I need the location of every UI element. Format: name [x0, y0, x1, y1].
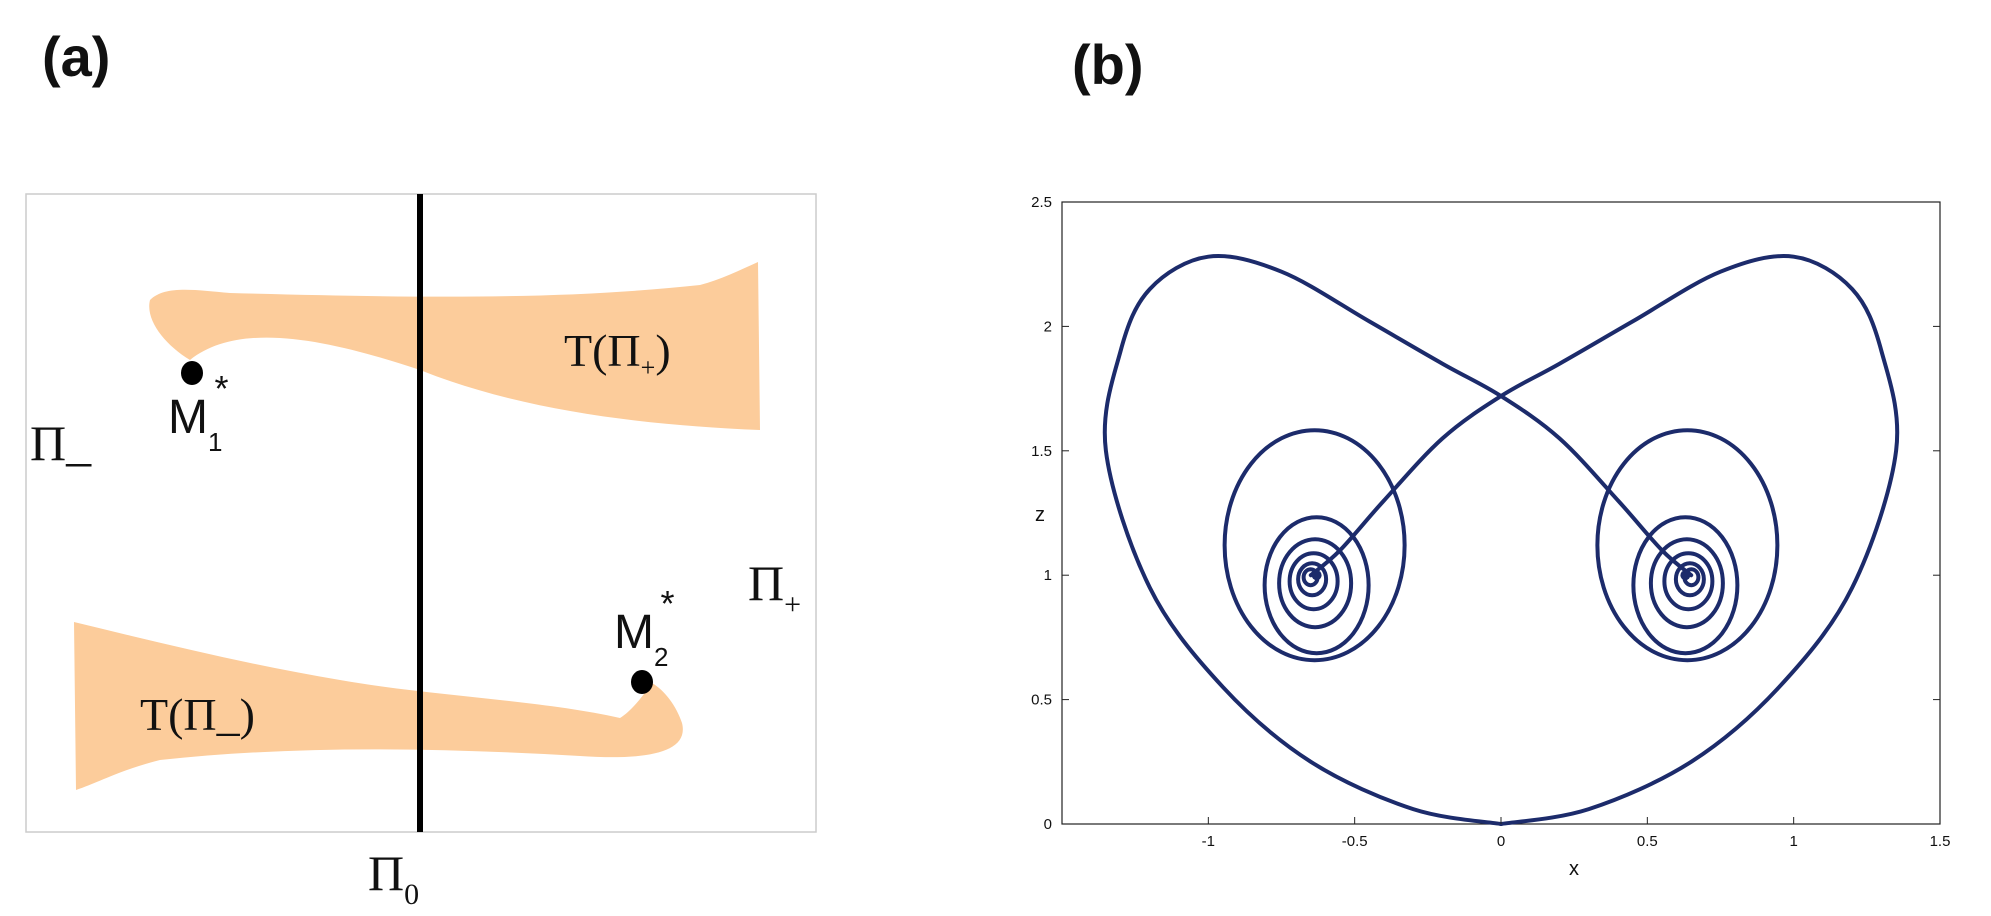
y-axis-label: z	[1035, 504, 1045, 526]
upper-region	[149, 262, 760, 430]
y-tick-label: 0.5	[1031, 692, 1052, 709]
equilibrium-point-1	[1311, 570, 1322, 581]
pi-minus-label: Π_	[30, 415, 92, 471]
spiral-ring	[1262, 515, 1371, 656]
trajectory-series-1	[1102, 254, 1694, 826]
x-axis-label: x	[1569, 858, 1579, 880]
pi-plus-label: Π+	[748, 555, 801, 621]
curve-layer	[1102, 254, 1900, 826]
inner-loop-1	[1222, 428, 1407, 663]
y-tick-label: 2	[1044, 318, 1052, 335]
x-tick-label: 1	[1789, 833, 1797, 850]
panel-a: (a) T(Π+) T(Π_) Π_ Π+ Π0 M1*	[25, 25, 817, 911]
tick-layer: -1 -0.5 0 0.5 1 1.5 0 0.5 1 1.5 2 2.5	[1031, 194, 1950, 850]
m1-label: M1*	[168, 368, 228, 457]
spiral-ring	[1296, 561, 1329, 598]
y-tick-label: 1	[1044, 567, 1052, 584]
m2-point	[631, 670, 653, 694]
x-tick-label: -1	[1202, 833, 1215, 850]
panel-b: (b) -1 -0.5 0 0.5 1 1.5 0 0.5 1 1.5 2 2.5 x z	[1031, 33, 1950, 880]
inner-loop-2	[1595, 428, 1780, 663]
y-tick-label: 2.5	[1031, 194, 1052, 211]
equilibrium-point-2	[1680, 570, 1691, 581]
x-tick-label: 0	[1497, 833, 1505, 850]
spiral-ring	[1287, 551, 1340, 612]
m2-label: M2*	[614, 583, 674, 672]
lower-region	[74, 622, 683, 790]
y-tick-label: 1.5	[1031, 443, 1052, 460]
spiral-ring	[1631, 515, 1740, 656]
x-tick-label: 1.5	[1930, 833, 1951, 850]
panel-b-label: (b)	[1072, 33, 1144, 96]
upper-region-label: T(Π+)	[564, 325, 671, 382]
lower-region-label: T(Π_)	[140, 689, 255, 740]
plot-frame	[1061, 201, 1941, 825]
x-tick-label: 0.5	[1637, 833, 1658, 850]
spiral-ring	[1277, 537, 1354, 630]
pi-zero-label: Π0	[368, 845, 419, 911]
x-tick-label: -0.5	[1342, 833, 1368, 850]
panel-a-label: (a)	[42, 25, 110, 88]
trajectory-series-2	[1308, 254, 1900, 826]
spiral-ring	[1662, 551, 1715, 612]
y-tick-label: 0	[1044, 816, 1052, 833]
spiral-ring	[1673, 561, 1706, 598]
m1-point	[181, 361, 203, 385]
spiral-ring	[1648, 537, 1725, 630]
